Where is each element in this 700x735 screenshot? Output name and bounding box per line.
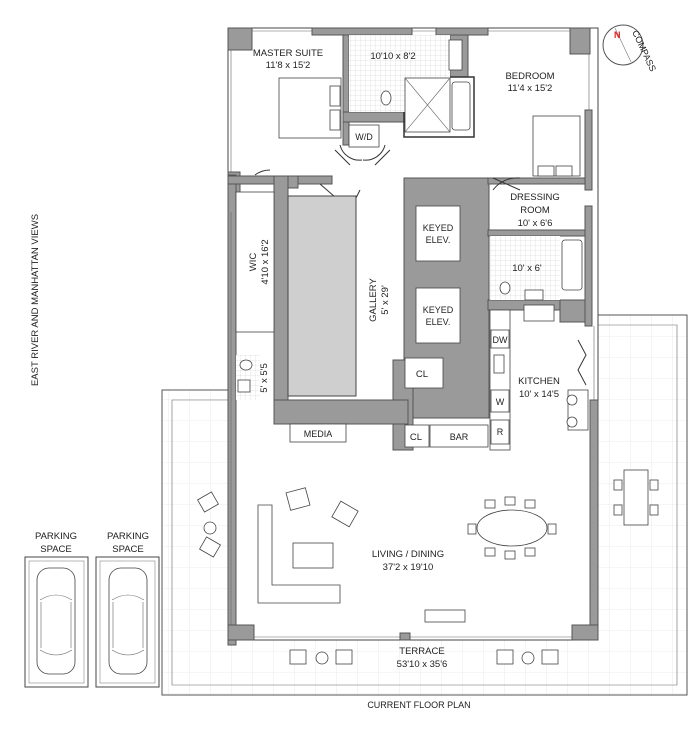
kitchen-door[interactable] [577,339,587,386]
storage-closet [287,195,357,397]
powder-size: 5' x 5'5 [259,363,270,393]
bar-counter [429,424,489,448]
gallery-label: GALLERY [368,278,379,322]
keyed-elevator-1[interactable] [415,205,461,262]
parking-1-label-2: SPACE [40,544,72,555]
closet-2-label: CL [410,432,422,443]
kitchen-label: KITCHEN [518,376,560,387]
terrace-lounge-bottom-left [289,649,353,665]
closet-2[interactable] [404,424,430,448]
plan-title: CURRENT FLOOR PLAN [367,700,470,710]
shower-icon [404,77,451,133]
bathtub-icon [451,81,471,131]
parking-2-label-2: SPACE [112,544,144,555]
terrace-lounge-left [197,491,221,558]
bath2-toilet-icon [499,281,511,295]
master-suite-size: 11'8 x 15'2 [266,60,311,71]
sofa-icon [257,504,341,604]
sink-icon [448,39,463,71]
dressing-room-label: DRESSING [510,192,560,203]
keyed-elevator-2[interactable] [415,287,461,344]
bedroom-bed-icon [532,115,581,177]
gallery-size: 5' x 29' [380,285,391,315]
master-bath-size: 10'10 x 8'2 [370,51,415,62]
master-suite-label: MASTER SUITE [253,48,323,59]
double-door[interactable] [334,144,391,166]
terrace-lounge-bottom-right [496,649,559,665]
parking-2-label: PARKING [107,531,149,542]
media-cabinet [289,423,347,443]
elevator-2-label-2: ELEV. [426,317,451,327]
dressing-room-size: 10' x 6'6 [518,218,553,229]
bedroom-size: 11'4 x 15'2 [508,83,553,94]
bath2-sink-icon [524,289,544,301]
elevator-2-label: KEYED [423,305,454,315]
car-icon [36,567,76,675]
dressing-door[interactable] [492,177,521,191]
console-icon [424,609,466,623]
terrace-label: TERRACE [399,646,444,657]
terrace-dining-table [613,469,659,526]
wic-door[interactable] [254,169,271,176]
closet-1-label: CL [416,369,428,380]
parking-space-1: PARKING SPACE [24,531,89,688]
powder-sink-icon [237,379,251,393]
powder-toilet-icon [239,359,253,371]
wic-label: WIC [248,253,259,272]
bedroom-label: BEDROOM [505,71,554,82]
dining-table-icon [467,496,557,560]
refrigerator-label: R [497,427,504,437]
terrace-size: 53'10 x 35'6 [397,659,448,670]
kitchen-size: 10' x 14'5 [519,389,559,400]
compass-north: N [614,30,621,40]
car-icon [108,567,148,675]
views-note: EAST RIVER AND MANHATTAN VIEWS [30,214,41,386]
elevator-1-label: KEYED [423,223,454,233]
bar-label: BAR [450,432,469,442]
master-bed-icon [278,77,342,139]
wd-label: W/D [355,132,373,142]
closet-1[interactable] [404,357,444,389]
wic-closet [235,191,275,333]
media-label: MEDIA [304,429,333,439]
washer-label: W [496,397,505,407]
bath2-size: 10' x 6' [512,263,542,274]
toilet-icon [380,90,392,106]
dishwasher-label: DW [493,335,508,345]
washer-dryer-closet [348,124,380,148]
dressing-room-label-2: ROOM [520,205,550,216]
parking-1-label: PARKING [35,531,77,542]
coffee-table-icon [292,542,334,569]
bath2-tub-icon [561,239,583,291]
living-dining-size: 37'2 x 19'10 [383,562,434,573]
kitchen-island-stools [566,389,589,431]
compass-icon: N COMPASS [602,24,658,73]
kitchen-counter [489,304,555,451]
armchair-icon [285,487,311,511]
elevator-1-label-2: ELEV. [426,235,451,245]
living-dining-label: LIVING / DINING [372,549,444,560]
parking-space-2: PARKING SPACE [95,531,160,688]
armchair-icon [331,500,359,528]
wic-size: 4'10 x 16'2 [260,239,271,284]
